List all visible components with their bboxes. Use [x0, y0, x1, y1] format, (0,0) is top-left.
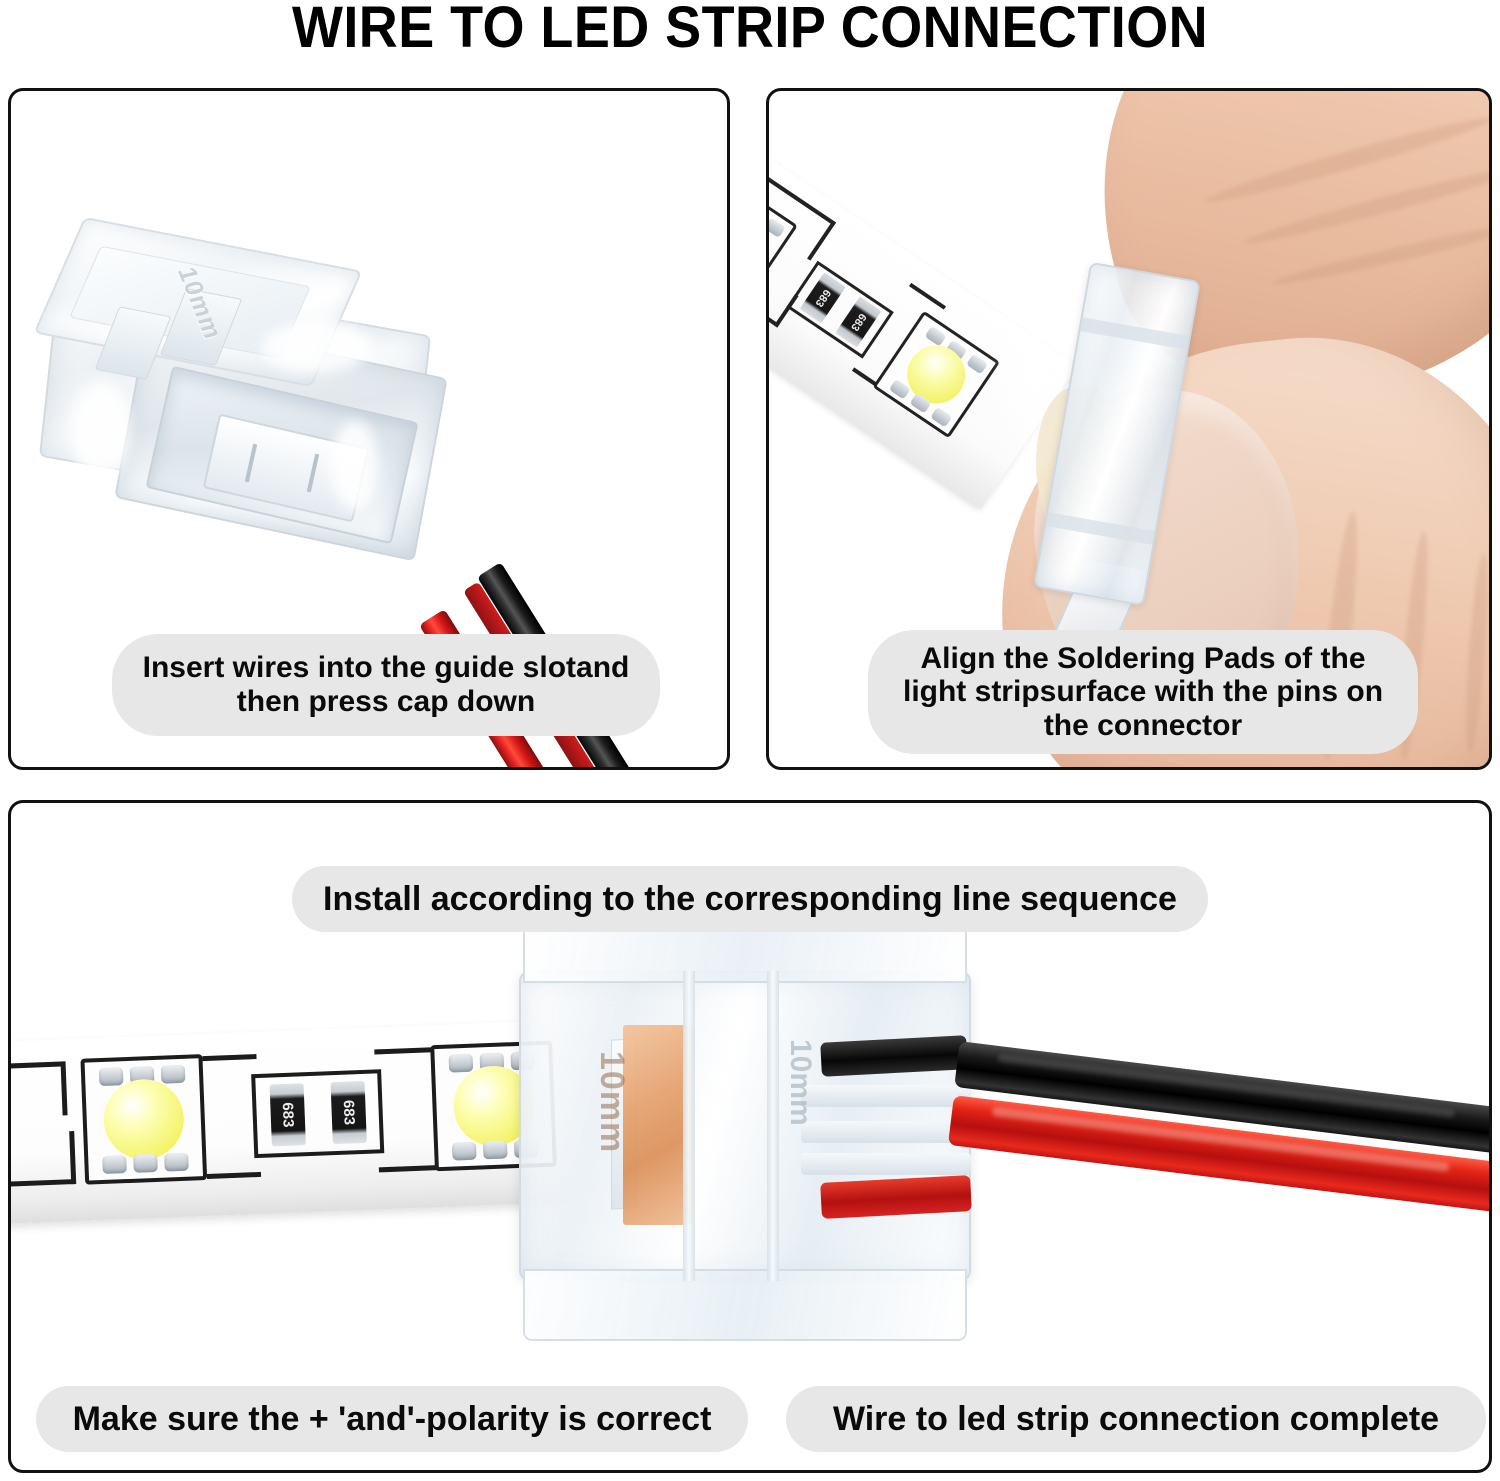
- connector-embossed-label-2: 10mm: [784, 1039, 817, 1126]
- panel-1-illustration: 10mm: [11, 91, 727, 767]
- pcb-trace: [374, 1047, 433, 1055]
- resistor-code: 683: [278, 1102, 297, 1128]
- resistor-code: 683: [339, 1099, 358, 1126]
- pcb-trace: [202, 1054, 257, 1062]
- resistor: 683: [269, 1083, 306, 1147]
- led-solder-bumps-bottom: [98, 1151, 193, 1177]
- resistor-group: 683 683: [251, 1069, 385, 1159]
- connector-rib: [1045, 512, 1155, 545]
- connector-wire-barrel: [801, 1121, 971, 1143]
- pcb-trace: [206, 1171, 262, 1179]
- caption-polarity-note: Make sure the + 'and'-polarity is correc…: [36, 1386, 748, 1452]
- page-title: WIRE TO LED STRIP CONNECTION: [291, 0, 1209, 60]
- caption-step-3-top: Install according to the corresponding l…: [292, 866, 1208, 932]
- connector-highlight-right: [331, 421, 379, 511]
- connector-wire-barrel: [801, 1153, 971, 1175]
- connector-bottom-base: [523, 1269, 967, 1341]
- resistor: 683: [330, 1080, 367, 1145]
- caption-step-1: Insert wires into the guide slotand then…: [112, 634, 660, 736]
- connector-embossed-label: 10mm: [593, 1051, 631, 1154]
- pcb-trace: [378, 1165, 437, 1173]
- pcb-trace: [11, 1061, 65, 1069]
- led-package: [80, 1054, 208, 1185]
- connector-rib: [1080, 317, 1190, 350]
- pcb-trace: [11, 1179, 76, 1187]
- connector-divider: [767, 971, 779, 1281]
- connector-copper-contact: [623, 1025, 693, 1225]
- caption-step-2: Align the Soldering Pads of the light st…: [868, 630, 1418, 754]
- pcb-trace: [60, 1061, 68, 1116]
- connector-top-cap: [523, 925, 967, 983]
- connector-wire-barrel: [801, 1085, 971, 1107]
- connector-divider: [683, 971, 695, 1281]
- connector-highlight-top: [261, 321, 371, 373]
- led-phosphor: [102, 1077, 186, 1161]
- connector-highlight-left: [71, 381, 131, 481]
- led-strip: 683 683: [11, 1020, 571, 1224]
- panel-3-illustration: 683 683 10mm 10mm: [11, 803, 1489, 1470]
- caption-complete-note: Wire to led strip connection complete: [786, 1386, 1486, 1452]
- pcb-trace: [69, 1131, 77, 1185]
